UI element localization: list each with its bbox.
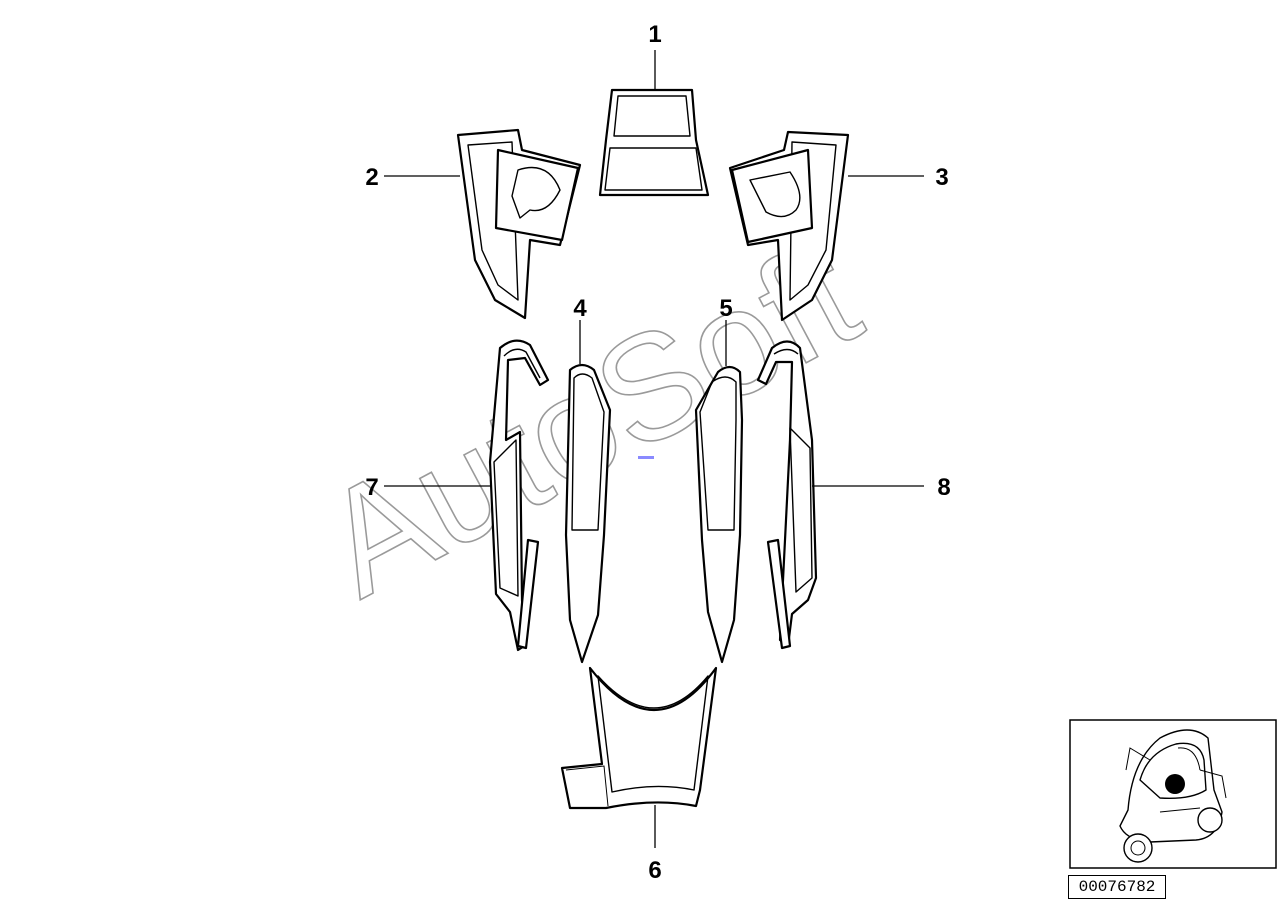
scooter-icon — [1119, 729, 1227, 863]
callout-7: 7 — [365, 474, 378, 501]
callout-6: 6 — [648, 857, 661, 884]
part-4 — [564, 320, 612, 664]
callout-2: 2 — [365, 164, 378, 191]
part-8 — [756, 340, 924, 650]
thumbnail-inset — [1069, 719, 1277, 869]
part-7 — [384, 339, 550, 652]
part-2 — [384, 128, 582, 320]
callout-1: 1 — [648, 21, 661, 48]
part-3 — [728, 130, 924, 322]
reference-number: 00076782 — [1068, 875, 1166, 899]
part-1 — [598, 50, 710, 197]
part-5 — [694, 320, 744, 664]
highlight-dot — [1165, 774, 1185, 794]
callout-4: 4 — [573, 295, 587, 322]
callout-8: 8 — [937, 474, 950, 501]
center-mark — [638, 456, 654, 459]
part-6 — [560, 666, 718, 848]
callout-3: 3 — [935, 164, 948, 191]
callout-5: 5 — [719, 295, 732, 322]
